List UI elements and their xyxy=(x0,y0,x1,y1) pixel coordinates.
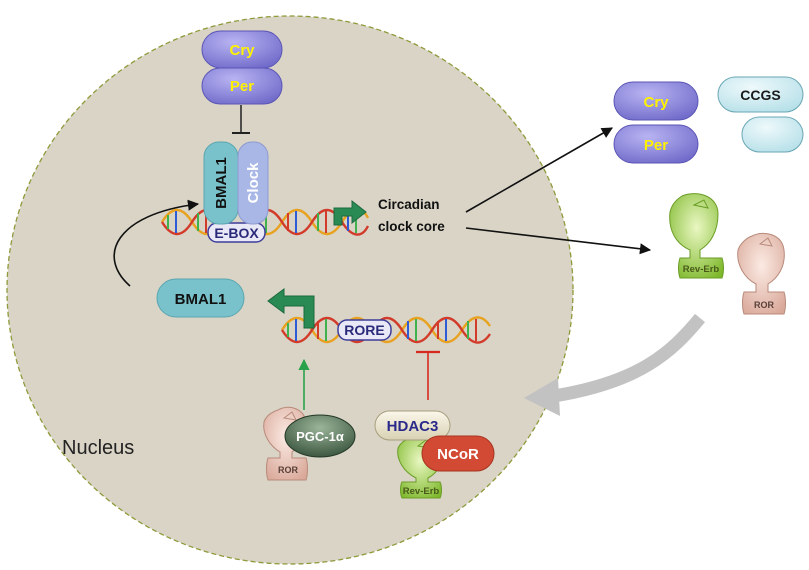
nucleus-label: Nucleus xyxy=(62,437,134,459)
arrow-to-cry-per xyxy=(465,127,613,213)
ccgs-protein-2 xyxy=(741,116,804,153)
ccgs-protein xyxy=(717,76,804,113)
feedback-arrow xyxy=(552,313,706,403)
ror-label-cyto: ROR xyxy=(754,300,775,310)
rev-erb-label-cyto: Rev-Erb xyxy=(683,264,720,275)
ncor-protein xyxy=(421,435,495,472)
arrow-to-rev-erb xyxy=(465,227,652,255)
cry-protein-cyto xyxy=(613,81,699,121)
transcription-arrow-top xyxy=(333,199,367,226)
rev-erb-label-nucleus: Rev-Erb xyxy=(403,486,440,497)
ccgs-label: CCGS xyxy=(740,87,780,103)
output-label-line1: Circadian xyxy=(378,197,440,212)
ror-label-nucleus: ROR xyxy=(278,465,299,475)
feedback-loop-arrow xyxy=(113,199,200,287)
per-protein-top xyxy=(201,67,283,105)
nucleus-membrane xyxy=(6,15,574,565)
per-label-top: Per xyxy=(230,78,254,95)
bmal1-product xyxy=(156,278,245,318)
hdac3-label: HDAC3 xyxy=(387,418,439,435)
clock-label: Clock xyxy=(245,162,262,204)
hdac3-protein xyxy=(374,410,451,441)
bmal1-product-label: BMAL1 xyxy=(175,291,227,308)
bmal1-label: BMAL1 xyxy=(213,157,230,209)
rore-label: RORE xyxy=(344,322,384,338)
ebox-element xyxy=(207,222,266,243)
per-label-cyto: Per xyxy=(644,137,668,154)
output-label-line2: clock core xyxy=(378,219,445,234)
feedback-arrowhead xyxy=(524,378,560,416)
pgc1a-label: PGC-1α xyxy=(296,429,344,444)
ncor-label: NCoR xyxy=(437,446,479,463)
per-protein-cyto xyxy=(613,124,699,164)
transcription-arrow-bottom xyxy=(267,288,315,329)
ror-receptor-cyto: ROR xyxy=(737,232,786,315)
pgc1a-coactivator xyxy=(284,414,356,458)
dna-helix-bottom xyxy=(280,316,491,344)
cry-label-cyto: Cry xyxy=(643,94,669,111)
clock-protein xyxy=(237,141,269,225)
rev-erb-receptor-cyto: Rev-Erb xyxy=(669,193,724,279)
ebox-label: E-BOX xyxy=(214,225,259,241)
cry-label-top: Cry xyxy=(229,42,255,59)
rore-element xyxy=(337,319,392,341)
